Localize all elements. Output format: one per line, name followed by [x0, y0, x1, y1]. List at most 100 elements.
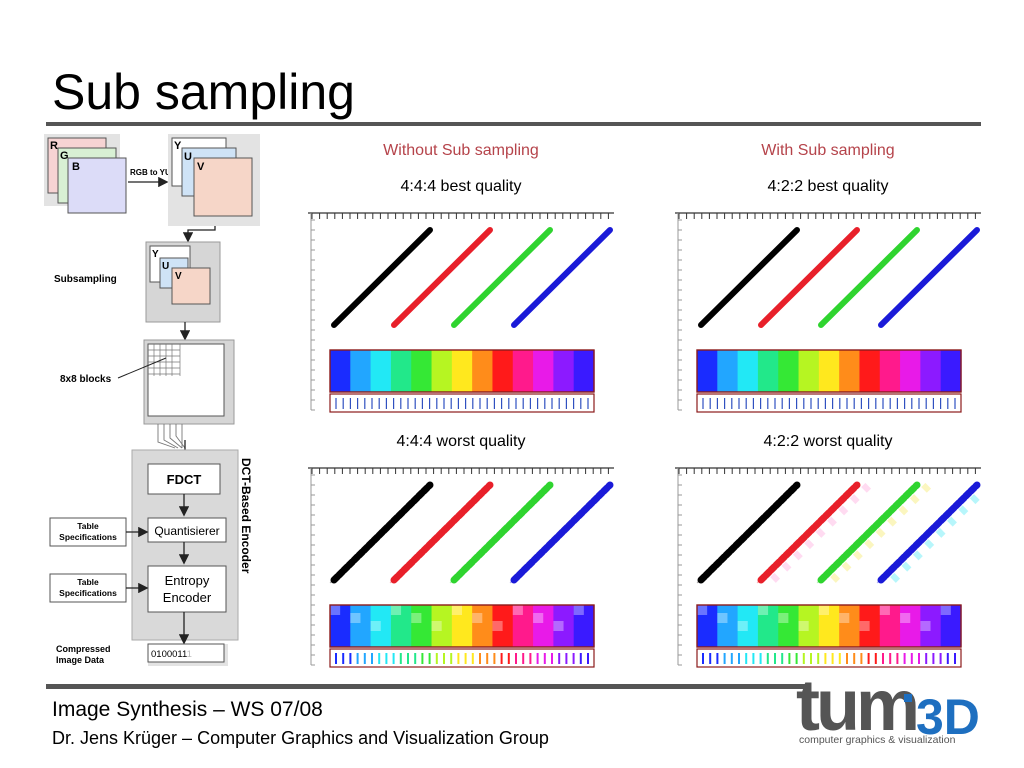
v-plane	[193, 157, 253, 217]
spectrum-bar-frame	[696, 349, 962, 393]
rgb-to-yuv-label: RGB to YUV	[130, 168, 177, 177]
spectrum-segment	[573, 605, 595, 647]
panel-caption-422-best: 4:2:2 best quality	[767, 178, 889, 195]
diagonal-line	[511, 227, 613, 328]
spectrum-segment	[553, 350, 575, 392]
spectrum-segment	[431, 350, 453, 392]
spectrum-segment	[472, 605, 494, 647]
spectrum-segment	[798, 350, 820, 392]
spectrum-segment	[697, 605, 718, 647]
artifact-line	[389, 487, 487, 584]
diagonal-line	[817, 481, 921, 584]
sub-v-label: V	[175, 271, 182, 282]
entropy-label-2: Encoder	[163, 590, 212, 605]
spectrum-segment	[900, 350, 921, 392]
diagonal-line	[390, 481, 494, 584]
fdct-label: FDCT	[167, 472, 202, 487]
spectrum-segment	[411, 605, 433, 647]
blocks-label: 8x8 blocks	[60, 374, 112, 385]
spectrum-segment	[879, 605, 901, 647]
block-artifact	[390, 605, 402, 615]
compressed-label-1: Compressed	[56, 644, 111, 654]
spectrum-bar-frame	[329, 349, 595, 393]
tum3d-logo: tum 3D computer graphics & visualization	[796, 670, 980, 746]
spectrum-segment	[717, 605, 739, 647]
block-artifact	[859, 621, 870, 631]
artifact-line	[876, 487, 974, 584]
spectrum-segment	[900, 605, 921, 647]
block-artifact	[879, 605, 890, 615]
spectrum-segment	[818, 350, 840, 392]
spectrum-segment	[451, 350, 473, 392]
diagonal-line	[757, 481, 861, 584]
y-label: Y	[174, 140, 182, 152]
diagonal-line	[697, 481, 801, 584]
block-artifact	[737, 621, 748, 631]
col-header-without-subsampling: Without Sub sampling	[383, 142, 539, 159]
block-artifact	[431, 621, 442, 631]
diagonal-line	[331, 227, 433, 328]
col-header-with-subsampling: With Sub sampling	[761, 142, 895, 159]
spectrum-segment	[411, 350, 433, 392]
panel-422-worst	[675, 465, 981, 671]
block-artifact	[757, 605, 769, 615]
artifact-line	[449, 487, 547, 584]
slide-title: Sub sampling	[52, 64, 355, 120]
spectrum-segment	[798, 605, 820, 647]
spectrum-segment	[839, 605, 861, 647]
spectrum-segment	[717, 350, 739, 392]
artifact-line	[756, 487, 854, 584]
panel-caption-444-best: 4:4:4 best quality	[400, 178, 522, 195]
diagonal-line	[878, 227, 980, 328]
chroma-bleed	[830, 482, 932, 583]
spectrum-segment	[697, 350, 718, 392]
spectrum-segment	[859, 605, 881, 647]
panel-422-best	[675, 210, 981, 416]
logo-text-3d: 3D	[916, 689, 980, 745]
block-artifact	[553, 621, 564, 631]
spectrum-segment	[390, 605, 412, 647]
block-artifact	[920, 621, 931, 631]
table-spec-1-line2: Specifications	[59, 532, 117, 542]
spectrum-segment	[451, 605, 473, 647]
diagonal-line	[877, 481, 981, 584]
logo-text-main: tum	[796, 670, 916, 746]
block-artifact	[370, 621, 381, 631]
diagonal-line	[510, 481, 614, 584]
spectrum-segment	[757, 350, 779, 392]
sub-u-label: U	[162, 261, 169, 272]
block-artifact	[818, 605, 829, 615]
fdct-box	[147, 463, 221, 495]
spectrum-segment	[533, 350, 554, 392]
spectrum-segment	[553, 605, 575, 647]
entropy-label-1: Entropy	[165, 573, 210, 588]
spectrum-segment	[390, 350, 412, 392]
footer-rule	[46, 684, 811, 689]
spectrum-segment	[533, 605, 554, 647]
tick-strip	[329, 648, 595, 668]
table-spec-2-line2: Specifications	[59, 588, 117, 598]
spectrum-segment	[350, 350, 372, 392]
chroma-bleed	[890, 487, 981, 583]
compressed-label-2: Image Data	[56, 655, 105, 665]
spectrum-segment	[859, 350, 881, 392]
block-artifact	[472, 613, 483, 623]
artifact-line	[816, 487, 914, 584]
spectrum-bar-frame	[329, 604, 595, 648]
logo-subtitle: computer graphics & visualization	[799, 734, 956, 746]
footer-subtitle: Dr. Jens Krüger – Computer Graphics and …	[52, 728, 549, 748]
block-artifact	[533, 613, 544, 623]
spectrum-segment	[573, 350, 595, 392]
spectrum-segment	[330, 350, 351, 392]
b-label: B	[72, 161, 80, 173]
block-artifact	[512, 605, 523, 615]
panel-444-worst	[308, 465, 614, 671]
footer-title: Image Synthesis – WS 07/08	[52, 698, 323, 721]
panel-444-best	[308, 210, 614, 416]
spectrum-segment	[737, 605, 759, 647]
diagonal-line	[758, 227, 860, 328]
spectrum-segment	[350, 605, 372, 647]
spectrum-segment	[839, 350, 861, 392]
spectrum-segment	[920, 350, 942, 392]
spectrum-segment	[737, 350, 759, 392]
